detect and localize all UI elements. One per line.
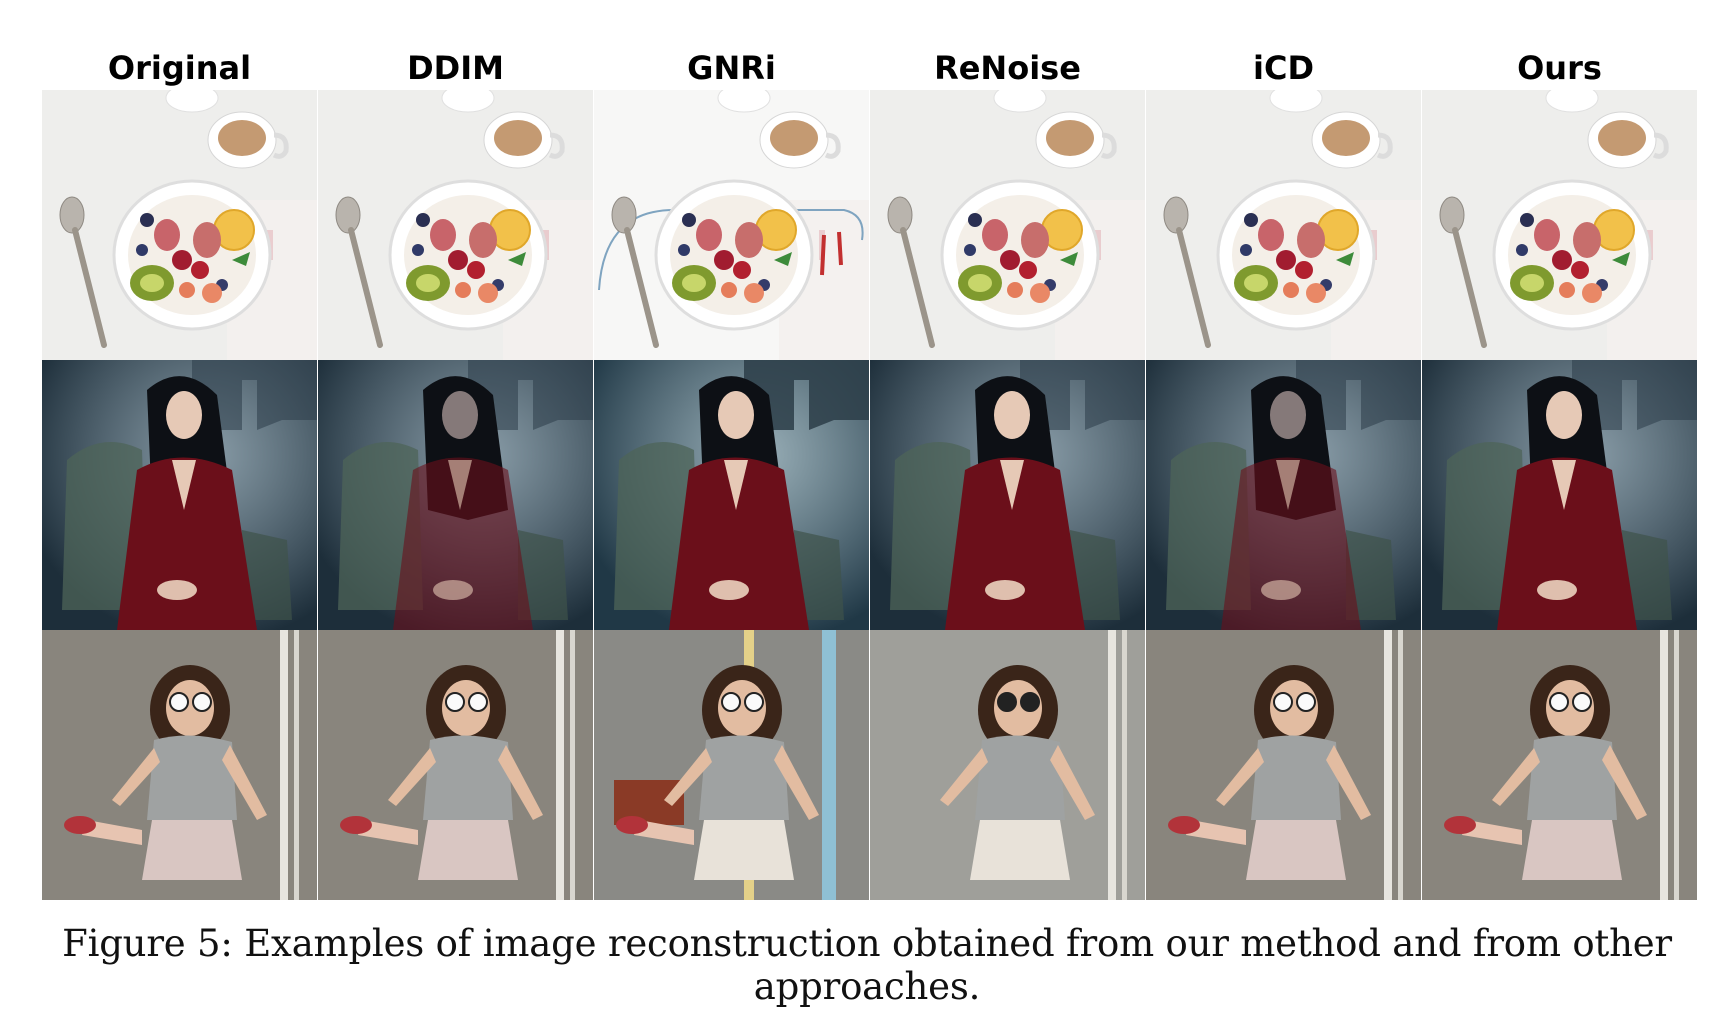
breakfast-bowl-image-gnri bbox=[594, 90, 869, 360]
column-header-renoise: ReNoise bbox=[934, 49, 1081, 87]
girl-sunglasses-image-ours bbox=[1422, 630, 1697, 900]
breakfast-bowl-image-original bbox=[42, 90, 317, 360]
breakfast-bowl-image-renoise bbox=[870, 90, 1145, 360]
dark-portrait-image-ours bbox=[1422, 360, 1697, 630]
breakfast-bowl-image-ours bbox=[1422, 90, 1697, 360]
figure-caption: Figure 5: Examples of image reconstructi… bbox=[62, 922, 1672, 1008]
girl-sunglasses-image-renoise bbox=[870, 630, 1145, 900]
girl-sunglasses-image-gnri bbox=[594, 630, 869, 900]
column-header-gnri: GNRi bbox=[687, 49, 776, 87]
dark-portrait-image-icd bbox=[1146, 360, 1421, 630]
girl-sunglasses-image-ddim bbox=[318, 630, 593, 900]
column-header-ddim: DDIM bbox=[407, 49, 504, 87]
breakfast-bowl-image-ddim bbox=[318, 90, 593, 360]
column-header-original: Original bbox=[107, 49, 252, 87]
dark-portrait-image-ddim bbox=[318, 360, 593, 630]
column-header-icd: iCD bbox=[1252, 49, 1314, 87]
girl-sunglasses-image-original bbox=[42, 630, 317, 900]
dark-portrait-image-renoise bbox=[870, 360, 1145, 630]
girl-sunglasses-image-icd bbox=[1146, 630, 1421, 900]
column-header-ours: Ours bbox=[1517, 49, 1602, 87]
dark-portrait-image-gnri bbox=[594, 360, 869, 630]
breakfast-bowl-image-icd bbox=[1146, 90, 1421, 360]
dark-portrait-image-original bbox=[42, 360, 317, 630]
